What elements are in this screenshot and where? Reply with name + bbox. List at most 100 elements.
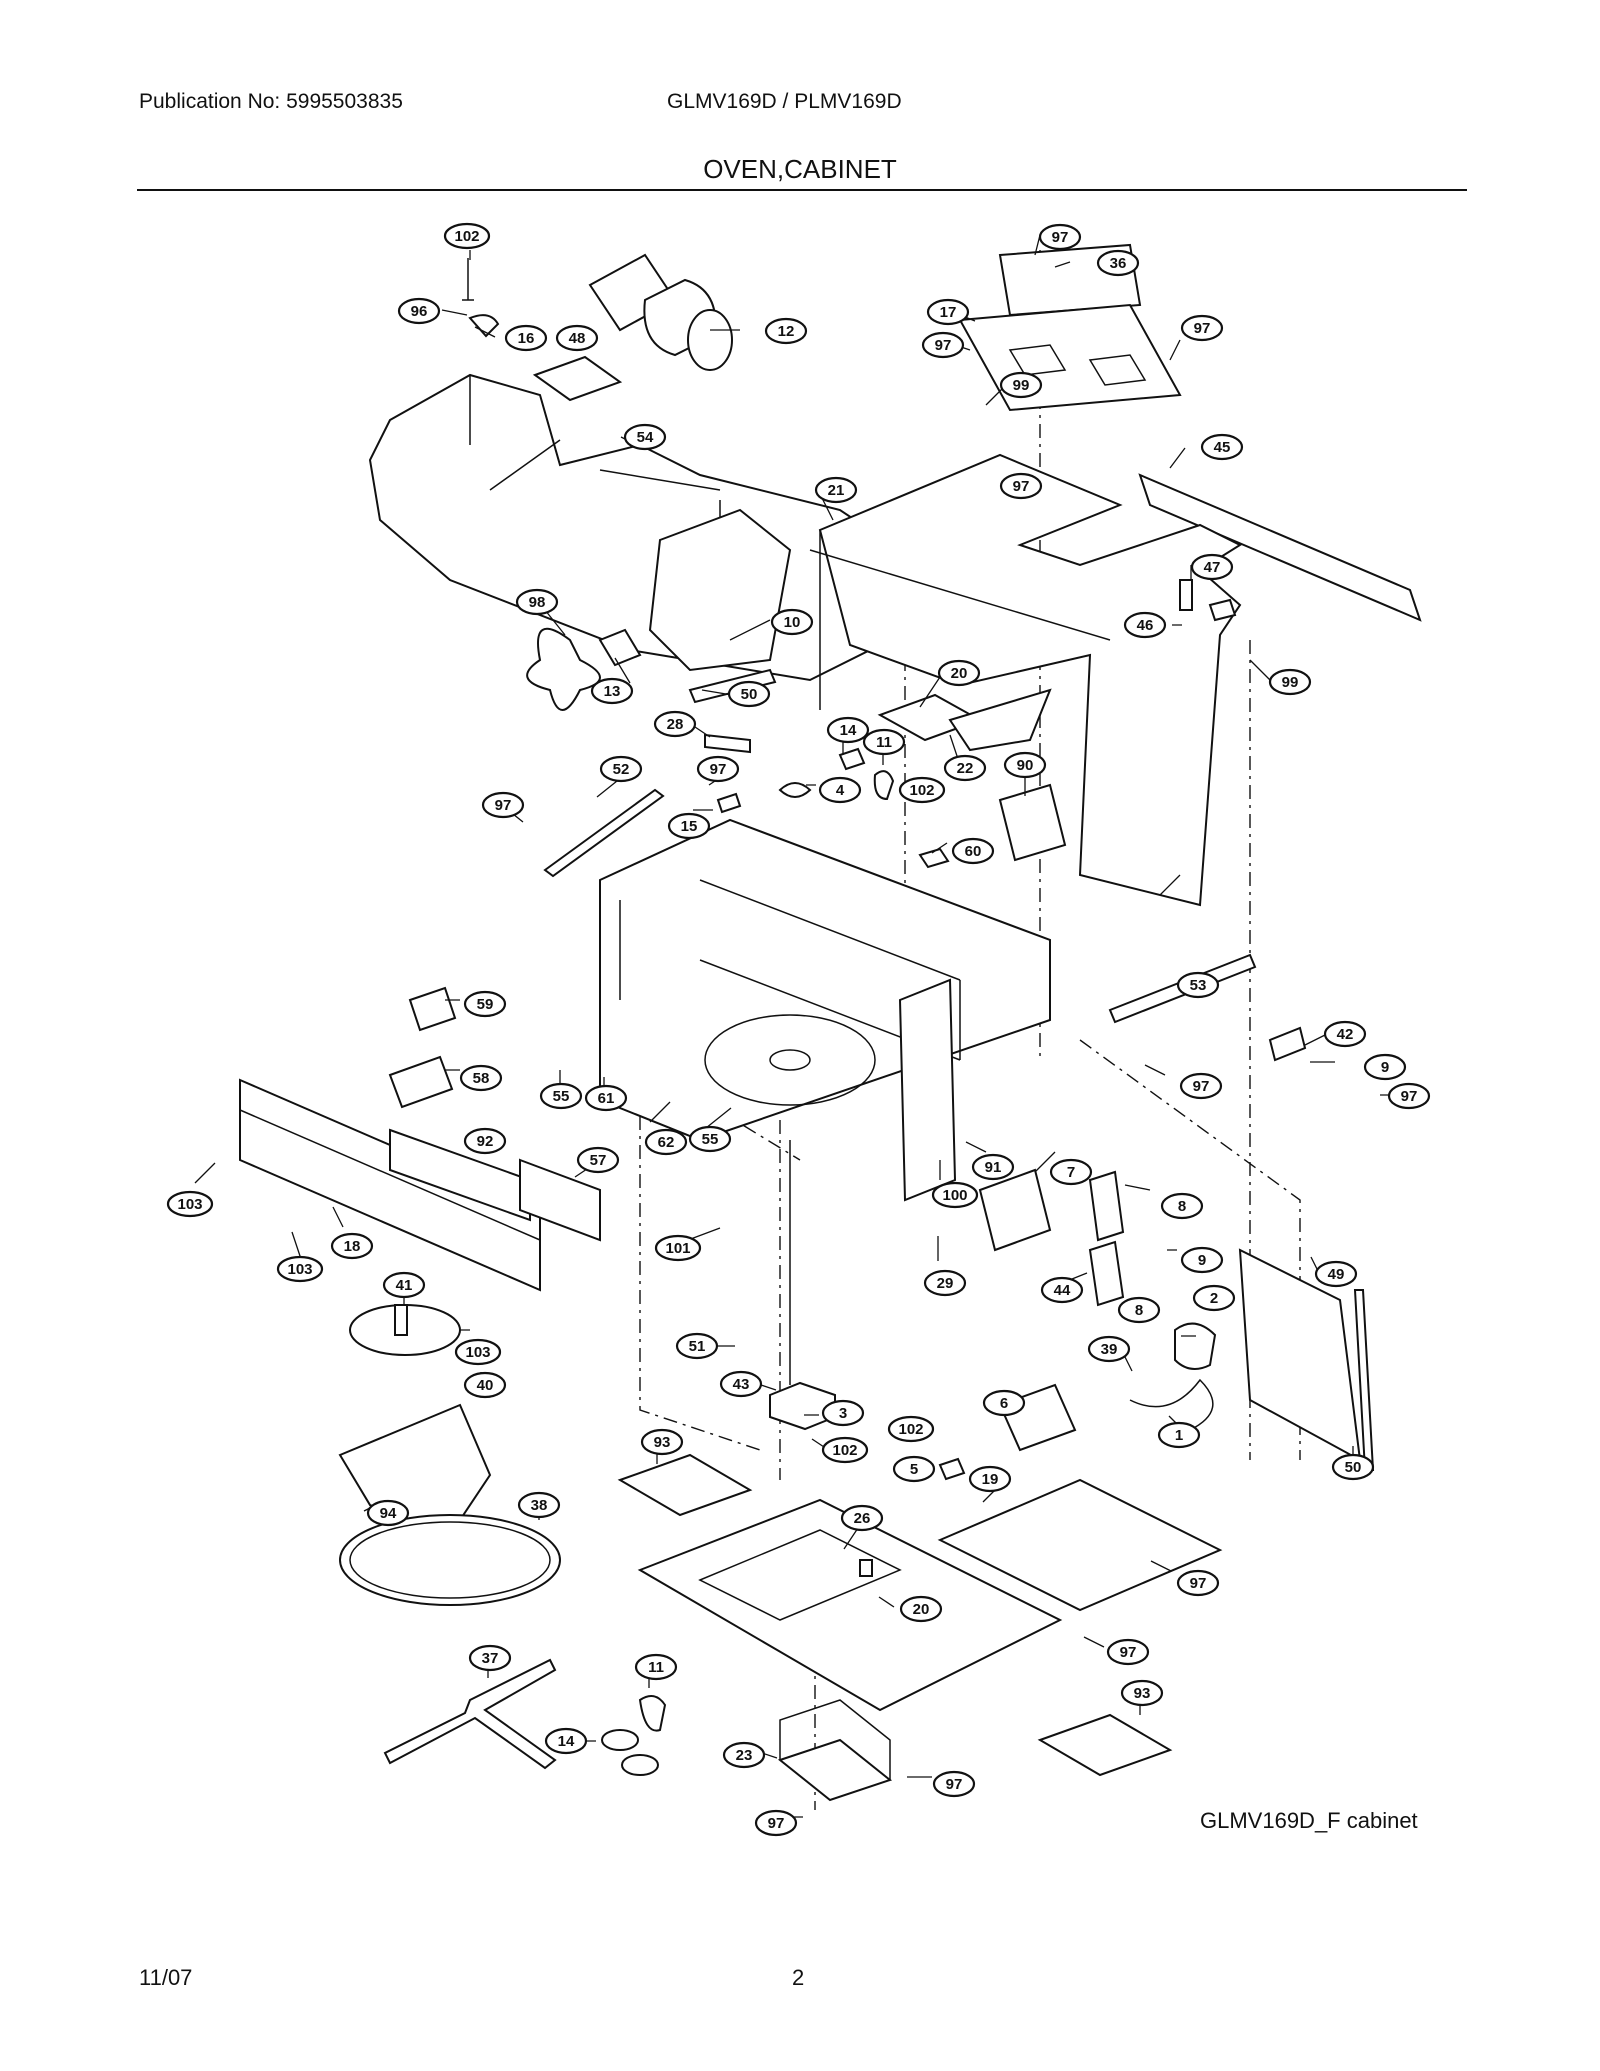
callout-label: 45	[1214, 439, 1231, 456]
section-title: OVEN,CABINET	[703, 154, 897, 184]
part-14	[838, 747, 866, 771]
mounting-rail	[1138, 473, 1422, 622]
callout-101: 101	[654, 1234, 702, 1262]
air-duct-detail	[469, 375, 721, 570]
base-plate-19	[937, 1478, 1223, 1612]
callout-90: 90	[1003, 751, 1047, 779]
callout-label: 62	[658, 1134, 675, 1151]
callout-bubble	[1123, 611, 1167, 639]
callout-bubble	[463, 1371, 507, 1399]
callout-20: 20	[937, 659, 981, 687]
callout-bubble	[468, 1644, 512, 1672]
roller-ring-inner	[349, 1521, 551, 1599]
part-5	[938, 1457, 966, 1481]
callout-bubble	[727, 680, 771, 708]
callout-label: 11	[876, 734, 892, 751]
front-panel-edge	[239, 1109, 541, 1241]
callout-50: 50	[1331, 1453, 1375, 1481]
callout-26: 26	[840, 1504, 884, 1532]
callout-61: 61	[584, 1084, 628, 1112]
oven-cavity-front	[599, 818, 1051, 1142]
part-42	[1268, 1026, 1307, 1062]
callout-label: 97	[1013, 478, 1030, 495]
callout-97: 97	[1106, 1638, 1150, 1666]
callout-label: 22	[957, 760, 974, 777]
diagram-caption: GLMV169D_F cabinet	[1200, 1808, 1418, 1833]
callout-label: 38	[531, 1497, 548, 1514]
callout-97: 97	[754, 1809, 798, 1837]
callout-label: 97	[1401, 1088, 1418, 1105]
header-rule	[137, 189, 1467, 191]
callout-label: 100	[942, 1187, 967, 1204]
callout-label: 44	[1054, 1282, 1071, 1299]
callout-bubble	[862, 728, 906, 756]
callout-bubble	[926, 298, 970, 326]
callout-43: 43	[719, 1370, 763, 1398]
magnetron	[978, 1168, 1052, 1252]
plate-48	[532, 355, 623, 402]
part-11	[873, 770, 895, 801]
grille	[389, 1128, 531, 1222]
turntable-hub	[769, 1049, 811, 1071]
callout-label: 94	[380, 1505, 397, 1522]
lamp-bulb	[621, 1754, 659, 1776]
publication-number: Publication No: 5995503835	[139, 90, 403, 113]
callout-bubble	[1363, 1053, 1407, 1081]
callout-bubble	[951, 837, 995, 865]
callout-bubble	[898, 776, 946, 804]
callout-label: 58	[473, 1070, 490, 1087]
callout-bubble	[555, 324, 599, 352]
part-20-bottom	[859, 1559, 873, 1577]
callout-label: 18	[344, 1238, 361, 1255]
callout-8: 8	[1160, 1192, 1204, 1220]
callout-bubble	[1040, 1276, 1084, 1304]
fan-motor	[598, 628, 642, 667]
part-60	[918, 847, 950, 869]
callout-9: 9	[1363, 1053, 1407, 1081]
part-47	[1208, 598, 1237, 622]
callout-97: 97	[921, 331, 965, 359]
callout-6: 6	[982, 1389, 1026, 1417]
callout-54: 54	[623, 423, 667, 451]
callout-bubble	[330, 1232, 374, 1260]
callout-bubble	[982, 1389, 1026, 1417]
callout-label: 97	[946, 1776, 963, 1793]
callout-label: 40	[477, 1377, 494, 1394]
callout-48: 48	[555, 324, 599, 352]
callout-97: 97	[481, 791, 525, 819]
callout-94: 94	[366, 1499, 410, 1527]
callout-label: 99	[1013, 377, 1030, 394]
callout-label: 15	[681, 818, 698, 835]
callout-label: 21	[828, 482, 845, 499]
callout-label: 55	[553, 1088, 570, 1105]
callout-label: 97	[1190, 1575, 1207, 1592]
callout-bubble	[696, 755, 740, 783]
callout-36: 36	[1096, 249, 1140, 277]
publication-date: 11/07	[139, 1965, 193, 1990]
callout-label: 97	[710, 761, 727, 778]
callout-label: 19	[982, 1471, 999, 1488]
callout-label: 29	[937, 1275, 954, 1292]
callout-20: 20	[899, 1595, 943, 1623]
callout-23: 23	[722, 1741, 766, 1769]
callout-44: 44	[1040, 1276, 1084, 1304]
callout-97: 97	[999, 472, 1043, 500]
callout-10: 10	[770, 608, 814, 636]
callout-bubble	[634, 1653, 678, 1681]
callout-label: 53	[1190, 977, 1207, 994]
callout-label: 91	[985, 1159, 1002, 1176]
callout-bubble	[590, 677, 634, 705]
callout-label: 97	[1052, 229, 1069, 246]
callout-28: 28	[653, 710, 697, 738]
callout-53: 53	[1176, 971, 1220, 999]
page-number: 2	[792, 1965, 805, 1990]
callout-62: 62	[644, 1128, 688, 1156]
callout-52: 52	[599, 755, 643, 783]
callout-18: 18	[330, 1232, 374, 1260]
callout-55: 55	[688, 1125, 732, 1153]
callout-51: 51	[675, 1332, 719, 1360]
callout-label: 97	[935, 337, 952, 354]
fan-blade	[526, 627, 601, 711]
callout-label: 93	[1134, 1685, 1151, 1702]
